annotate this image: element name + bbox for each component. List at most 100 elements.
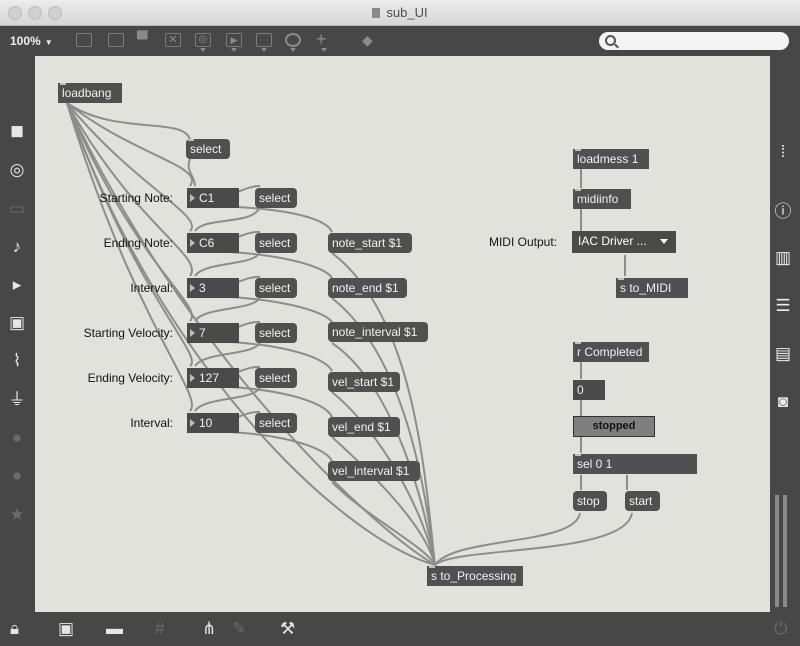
- chevron-down-icon: [231, 48, 237, 52]
- patcher-canvas[interactable]: loadbang select Starting Note: Ending No…: [35, 56, 770, 612]
- vizzie-icon[interactable]: ●: [11, 428, 23, 447]
- loadbang-object[interactable]: loadbang: [58, 83, 122, 103]
- message-note-interval[interactable]: note_interval $1: [328, 322, 428, 342]
- number-triangle-icon: [190, 284, 195, 292]
- number-triangle-icon: [190, 419, 195, 427]
- completed-numbox[interactable]: 0: [573, 380, 605, 400]
- search-icon: [605, 35, 616, 46]
- chevron-down-icon: [290, 48, 296, 52]
- toolbar: 100%▼ ▀ ✕ ◎ ▶ + ◆: [0, 26, 800, 56]
- numbox-interval-2[interactable]: 10: [187, 413, 239, 433]
- s-to-processing-object[interactable]: s to_Processing: [427, 566, 523, 586]
- grid-dots-icon[interactable]: ⁞: [780, 142, 786, 161]
- plus-icon[interactable]: +: [316, 29, 327, 49]
- select-button-ending-velocity[interactable]: select: [255, 368, 297, 388]
- label-starting-velocity: Starting Velocity:: [83, 326, 173, 340]
- slider-icon[interactable]: [256, 33, 272, 47]
- numbox-starting-note[interactable]: C1: [187, 188, 239, 208]
- new-message-icon[interactable]: [108, 33, 124, 47]
- message-note-start[interactable]: note_start $1: [328, 233, 412, 253]
- number-triangle-icon: [190, 329, 195, 337]
- new-object-icon[interactable]: [76, 33, 92, 47]
- image-icon[interactable]: ▣: [8, 313, 26, 332]
- label-ending-note: Ending Note:: [103, 236, 173, 250]
- select-button-ending-note[interactable]: select: [255, 233, 297, 253]
- select-top-button[interactable]: select: [186, 139, 230, 159]
- list-icon[interactable]: ☰: [775, 296, 791, 315]
- patch-cords: [66, 102, 633, 566]
- message-vel-end[interactable]: vel_end $1: [328, 417, 400, 437]
- plug-icon[interactable]: ⏚: [8, 390, 26, 409]
- select-button-starting-velocity[interactable]: select: [255, 323, 297, 343]
- loadmess-object[interactable]: loadmess 1: [573, 149, 649, 169]
- select-button-interval-2[interactable]: select: [255, 413, 297, 433]
- number-triangle-icon: [190, 194, 195, 202]
- power-icon[interactable]: ⏻: [774, 619, 788, 638]
- grid-icon[interactable]: #: [155, 619, 165, 638]
- number-triangle-icon: [190, 374, 195, 382]
- wrench-icon[interactable]: ⚒: [280, 619, 296, 638]
- label-interval-2: Interval:: [130, 416, 173, 430]
- button-icon[interactable]: ✕: [165, 33, 181, 47]
- select-button-interval[interactable]: select: [255, 278, 297, 298]
- label-ending-velocity: Ending Velocity:: [87, 371, 173, 385]
- chevron-down-icon: ▼: [44, 38, 53, 47]
- reference-icon[interactable]: ▤: [774, 344, 792, 363]
- info-icon[interactable]: ⓘ: [774, 202, 792, 221]
- message-vel-start[interactable]: vel_start $1: [328, 372, 400, 392]
- start-message[interactable]: start: [625, 491, 660, 511]
- debug-icon[interactable]: ✎: [232, 619, 247, 638]
- keyboard-icon[interactable]: ▭: [8, 199, 26, 218]
- cube-icon[interactable]: ◼: [9, 121, 25, 140]
- lock-icon[interactable]: 🔒︎: [10, 619, 20, 638]
- paperclip-icon[interactable]: ⌇: [12, 351, 22, 370]
- hierarchy-icon[interactable]: ⋔: [202, 619, 217, 638]
- play-list-icon[interactable]: ▸: [12, 275, 22, 294]
- music-note-icon[interactable]: ♪: [12, 237, 22, 256]
- zoom-menu[interactable]: 100%▼: [10, 34, 53, 48]
- document-icon: [372, 8, 381, 18]
- chevron-down-icon: [261, 48, 267, 52]
- numbox-interval[interactable]: 3: [187, 278, 239, 298]
- label-interval: Interval:: [130, 281, 173, 295]
- minimize-window-button[interactable]: [28, 6, 42, 20]
- midiinfo-object[interactable]: midiinfo: [573, 189, 631, 209]
- numbox-ending-note[interactable]: C6: [187, 233, 239, 253]
- left-sidebar: ◼ ◎ ▭ ♪ ▸ ▣ ⌇ ⏚ ● ● ★: [0, 56, 35, 612]
- chevron-down-icon: [321, 48, 327, 52]
- r-completed-object[interactable]: r Completed: [573, 342, 649, 362]
- paint-bucket-icon[interactable]: ◆: [362, 32, 373, 48]
- level-meter-left: [775, 495, 779, 607]
- zoom-window-button[interactable]: [48, 6, 62, 20]
- star-icon[interactable]: ★: [9, 505, 25, 524]
- message-note-end[interactable]: note_end $1: [328, 278, 407, 298]
- window-title: sub_UI: [0, 5, 800, 20]
- label-midi-output: MIDI Output:: [488, 235, 557, 249]
- numbox-starting-velocity[interactable]: 7: [187, 323, 239, 343]
- stop-message[interactable]: stop: [573, 491, 607, 511]
- comment-icon[interactable]: ▀: [137, 31, 148, 48]
- presentation-icon[interactable]: ▬: [106, 619, 123, 638]
- s-to-midi-object[interactable]: s to_MIDI: [616, 278, 688, 298]
- beap-icon[interactable]: ●: [11, 466, 23, 485]
- toggle-icon[interactable]: ◎: [195, 33, 211, 47]
- message-vel-interval[interactable]: vel_interval $1: [328, 461, 420, 481]
- target-icon[interactable]: ◎: [9, 160, 25, 179]
- search-field[interactable]: [599, 32, 789, 50]
- camera-icon[interactable]: ◙: [777, 392, 789, 411]
- chevron-down-icon: [200, 48, 206, 52]
- book-icon[interactable]: ▥: [774, 248, 792, 267]
- sel-0-1-object[interactable]: sel 0 1: [573, 454, 697, 474]
- number-box-icon[interactable]: ▶: [226, 33, 242, 47]
- stopped-toggle[interactable]: stopped: [573, 416, 655, 437]
- label-starting-note: Starting Note:: [99, 191, 173, 205]
- close-window-button[interactable]: [8, 6, 22, 20]
- dial-icon[interactable]: [285, 33, 301, 47]
- chevron-down-icon: [660, 239, 668, 244]
- windows-icon[interactable]: ▣: [58, 619, 75, 638]
- select-button-starting-note[interactable]: select: [255, 188, 297, 208]
- title-bar: sub_UI: [0, 0, 800, 26]
- bottom-toolbar: 🔒︎ ▣ ▬ # ⋔ ✎ ⚒ ⏻: [0, 612, 800, 646]
- numbox-ending-velocity[interactable]: 127: [187, 368, 239, 388]
- midi-output-menu[interactable]: IAC Driver ...: [572, 231, 676, 253]
